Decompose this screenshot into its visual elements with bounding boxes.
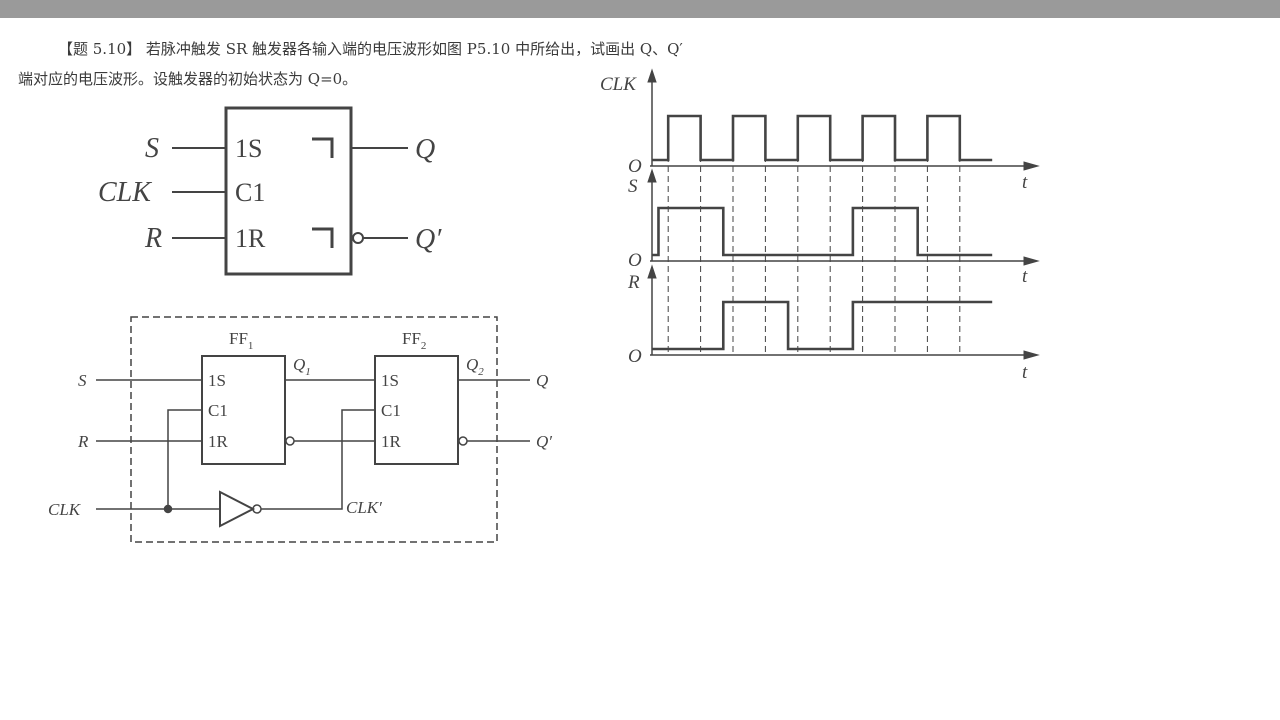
timing-axes <box>647 68 1040 360</box>
symbol-r-label: R <box>144 223 162 254</box>
s-waveform <box>652 206 993 257</box>
clk-time-label: t <box>1022 172 1028 193</box>
circuit-qn-label: Q′ <box>536 432 552 451</box>
symbol-q-label: Q <box>415 134 435 165</box>
symbol-s-label: S <box>145 133 159 164</box>
sr-flipflop-symbol <box>172 106 408 276</box>
ff1-inversion-bubble <box>285 436 295 446</box>
clk-prime-wire <box>261 409 375 510</box>
circuit-s-label: S <box>78 371 87 390</box>
pulse-marker-top <box>312 137 334 158</box>
timing-labels: CLK S R O O O t t t <box>600 74 1028 383</box>
level-axis-arrow-icon <box>647 264 657 279</box>
master-slave-labels: FF1 FF2 1S C1 1R 1S C1 1R Q1 Q2 S R CLK … <box>48 329 552 519</box>
inversion-bubble <box>352 232 364 244</box>
level-axis-arrow-icon <box>647 168 657 183</box>
ff2-pin-1r: 1R <box>381 432 402 451</box>
timing-clk-label: CLK <box>600 74 637 95</box>
symbol-qn-label: Q′ <box>415 224 442 255</box>
timing-r-label: R <box>627 272 640 293</box>
pulse-marker-bottom <box>312 227 334 248</box>
s-time-label: t <box>1022 266 1028 287</box>
problem-line-2: 端对应的电压波形。设触发器的初始状态为 Q=0。 <box>18 70 358 88</box>
q1-label: Q1 <box>293 355 311 378</box>
timing-s-label: S <box>628 176 638 197</box>
ff2-inversion-bubble <box>458 436 468 446</box>
ff1-pin-1r: 1R <box>208 432 229 451</box>
sr-flipflop-labels: S CLK R 1S C1 1R Q Q′ <box>98 133 442 255</box>
time-axis-arrow-icon <box>1023 256 1040 266</box>
symbol-clk-label: CLK <box>98 177 152 208</box>
problem-line-1: 【题 5.10】 若脉冲触发 SR 触发器各输入端的电压波形如图 P5.10 中… <box>58 40 683 58</box>
clk-origin-label: O <box>628 156 642 177</box>
time-axis-arrow-icon <box>1023 161 1040 171</box>
circuit-clk-label: CLK <box>48 500 82 519</box>
clk-waveform <box>652 114 993 162</box>
s-origin-label: O <box>628 250 642 271</box>
dashed-enclosure <box>130 316 498 543</box>
time-axis-arrow-icon <box>1023 350 1040 360</box>
problem-statement: 【题 5.10】 若脉冲触发 SR 触发器各输入端的电压波形如图 P5.10 中… <box>18 34 818 94</box>
level-axis-arrow-icon <box>647 68 657 83</box>
top-bar <box>0 0 1280 18</box>
r-waveform <box>652 300 993 351</box>
ff2-label: FF2 <box>402 329 426 352</box>
ff1-label: FF1 <box>229 329 253 352</box>
timing-guide-lines <box>667 116 961 355</box>
timing-diagram <box>647 68 1040 360</box>
ff1-pin-1s: 1S <box>208 371 226 390</box>
r-time-label: t <box>1022 362 1028 383</box>
symbol-pin-1r: 1R <box>235 224 266 253</box>
master-slave-circuit <box>96 316 530 543</box>
clk-prime-label: CLK′ <box>346 498 382 517</box>
symbol-pin-1s: 1S <box>235 134 262 163</box>
symbol-pin-c1: C1 <box>235 178 265 207</box>
inverter-body <box>219 490 256 528</box>
ff2-pin-c1: C1 <box>381 401 401 420</box>
circuit-r-label: R <box>77 432 89 451</box>
clk-to-ff1-wire <box>167 409 202 509</box>
r-origin-label: O <box>628 346 642 367</box>
clk-junction-dot <box>163 504 173 514</box>
ff1-pin-c1: C1 <box>208 401 228 420</box>
q2-label: Q2 <box>466 355 484 378</box>
ff2-pin-1s: 1S <box>381 371 399 390</box>
circuit-q-label: Q <box>536 371 548 390</box>
